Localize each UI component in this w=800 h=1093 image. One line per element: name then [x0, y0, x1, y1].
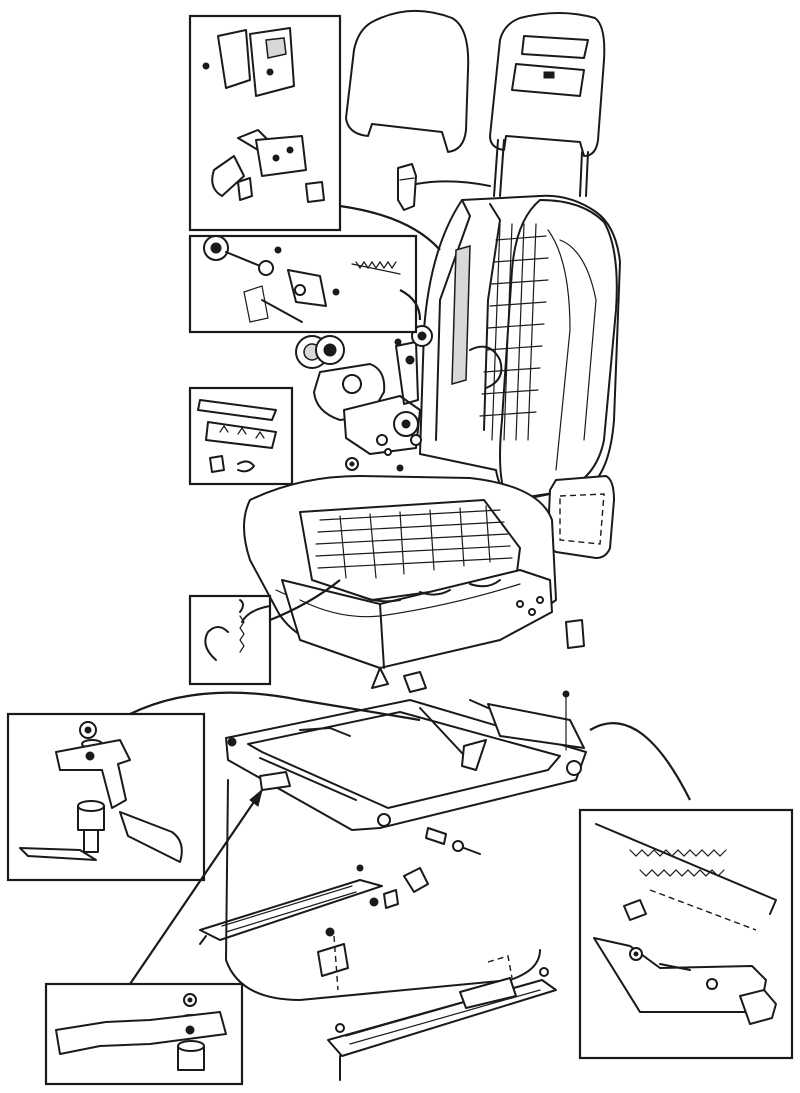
recliner-parts-detail [188, 234, 418, 334]
headrest-plain [345, 9, 470, 153]
small-bolts [345, 338, 404, 472]
slider-rail-upper [199, 864, 383, 945]
headrest-with-guides [489, 12, 606, 197]
seat-back-frame [419, 194, 621, 501]
bottom-bracket-detail [44, 982, 244, 1086]
seat-slider-frame [225, 690, 587, 831]
slider-latch [317, 867, 429, 991]
recliner-knob [295, 335, 345, 369]
seat-back-springs [479, 223, 549, 441]
hinge-parts-detail [188, 14, 342, 232]
recliner-gear [343, 341, 422, 455]
return-spring-detail [578, 808, 794, 1060]
slider-cable-loop [225, 779, 541, 1001]
slider-rail-lower [327, 955, 557, 1081]
headrest-guide-sleeve [397, 163, 491, 211]
cushion-frame [281, 569, 585, 693]
left-bracket-detail [6, 712, 206, 882]
slider-bolt [425, 827, 481, 855]
trim-clips-detail [188, 386, 294, 486]
head-pad-lower [547, 475, 615, 559]
spring-hook-detail [188, 594, 272, 686]
cushion-spring-mesh [315, 505, 513, 579]
